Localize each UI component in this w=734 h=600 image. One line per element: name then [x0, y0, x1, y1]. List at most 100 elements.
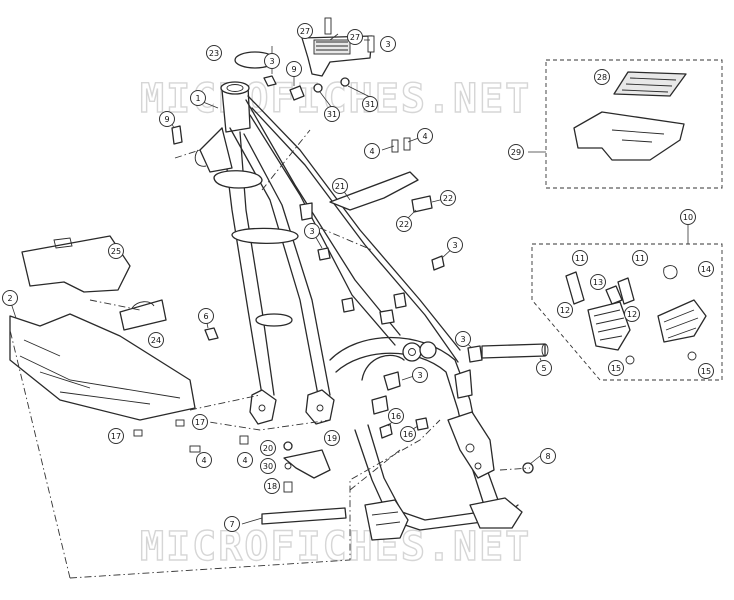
callout-label: 22: [399, 220, 409, 229]
callout-circle: [624, 306, 640, 322]
callout-label: 1: [195, 94, 200, 103]
callout-3: 3: [455, 331, 471, 347]
callout-label: 14: [701, 265, 711, 274]
callout-label: 31: [365, 100, 375, 109]
callout-label: 4: [201, 456, 206, 465]
callout-circle: [198, 308, 214, 324]
callout-label: 13: [593, 278, 603, 287]
callout-group: 1 23 3 3 3 3 3 4 4 4 4 5 6 7 8 9 9 10 11 11 12 12 13 14 15 15 1616…: [2, 23, 714, 532]
callout-circle: [324, 106, 340, 122]
callout-12: 12: [557, 302, 573, 318]
callout-4: 4: [196, 452, 212, 468]
callout-label: 16: [391, 412, 401, 421]
callout-circle: [286, 61, 302, 77]
callout-30: 30: [260, 458, 276, 474]
callout-label: 19: [327, 434, 337, 443]
long-bolt-part: [261, 507, 347, 525]
callout-label: 3: [417, 371, 422, 380]
callout-6: 6: [198, 308, 214, 324]
callout-27: 27: [347, 29, 363, 45]
callout-circle: [572, 250, 588, 266]
callout-circle: [536, 360, 552, 376]
callout-label: 4: [369, 147, 374, 156]
callout-label: 9: [291, 65, 296, 74]
callout-label: 6: [203, 312, 208, 321]
callout-3: 3: [380, 36, 396, 52]
callout-12: 12: [624, 306, 640, 322]
callout-5: 5: [536, 360, 552, 376]
callout-10: 10: [680, 209, 696, 225]
callout-circle: [380, 36, 396, 52]
callout-circle: [148, 332, 164, 348]
callout-circle: [159, 111, 175, 127]
callout-circle: [632, 250, 648, 266]
callout-1: 1: [190, 90, 206, 106]
callout-label: 3: [309, 227, 314, 236]
callout-label: 3: [269, 57, 274, 66]
callout-label: 16: [403, 430, 413, 439]
watermark-bottom: MICROFICHES.NET: [140, 524, 531, 570]
callout-circle: [260, 458, 276, 474]
callout-circle: [324, 430, 340, 446]
callout-4: 4: [237, 452, 253, 468]
callout-circle: [698, 261, 714, 277]
callout-label: 18: [267, 482, 277, 491]
callout-23: 23: [206, 45, 222, 61]
side-bracket-part: [329, 171, 419, 211]
main-frame: [194, 81, 523, 541]
callout-circle: [608, 360, 624, 376]
callout-circle: [264, 53, 280, 69]
callout-label: 12: [560, 306, 570, 315]
callout-label: 31: [327, 110, 337, 119]
callout-circle: [362, 96, 378, 112]
callout-circle: [304, 223, 320, 239]
callout-circle: [400, 426, 416, 442]
footpeg-left-part: [587, 301, 631, 351]
callout-29: 29: [508, 144, 524, 160]
callout-circle: [192, 414, 208, 430]
grip-pad-part: [613, 71, 687, 97]
callout-25: 25: [108, 243, 124, 259]
callout-circle: [264, 478, 280, 494]
callout-14: 14: [698, 261, 714, 277]
callout-31: 31: [362, 96, 378, 112]
callout-22: 22: [440, 190, 456, 206]
callout-label: 4: [242, 456, 247, 465]
callout-circle: [412, 367, 428, 383]
callout-label: 21: [335, 182, 345, 191]
callout-4: 4: [417, 128, 433, 144]
skid-plate-part: [9, 313, 196, 421]
callout-label: 12: [627, 310, 637, 319]
callout-label: 20: [263, 444, 273, 453]
lever-part: [283, 449, 331, 479]
skid-cover-part: [21, 235, 131, 293]
callout-15: 15: [698, 363, 714, 379]
rubber-block-part: [119, 299, 167, 331]
callout-circle: [455, 331, 471, 347]
callout-circle: [540, 448, 556, 464]
callout-20: 20: [260, 440, 276, 456]
callout-27: 27: [297, 23, 313, 39]
callout-circle: [190, 90, 206, 106]
upper-bracket-part: [301, 17, 375, 77]
callout-label: 23: [209, 49, 219, 58]
callout-11: 11: [632, 250, 648, 266]
callout-circle: [440, 190, 456, 206]
callout-label: 7: [229, 520, 234, 529]
callout-label: 9: [164, 115, 169, 124]
footpeg-group-box: [531, 243, 723, 381]
callout-17: 17: [192, 414, 208, 430]
callout-circle: [347, 29, 363, 45]
callout-8: 8: [540, 448, 556, 464]
callout-22: 22: [396, 216, 412, 232]
callout-circle: [108, 243, 124, 259]
callout-label: 15: [611, 364, 621, 373]
callout-13: 13: [590, 274, 606, 290]
callout-circle: [590, 274, 606, 290]
callout-2: 2: [2, 290, 18, 306]
callout-11: 11: [572, 250, 588, 266]
callout-label: 17: [111, 432, 121, 441]
callout-7: 7: [224, 516, 240, 532]
callout-circle: [447, 237, 463, 253]
